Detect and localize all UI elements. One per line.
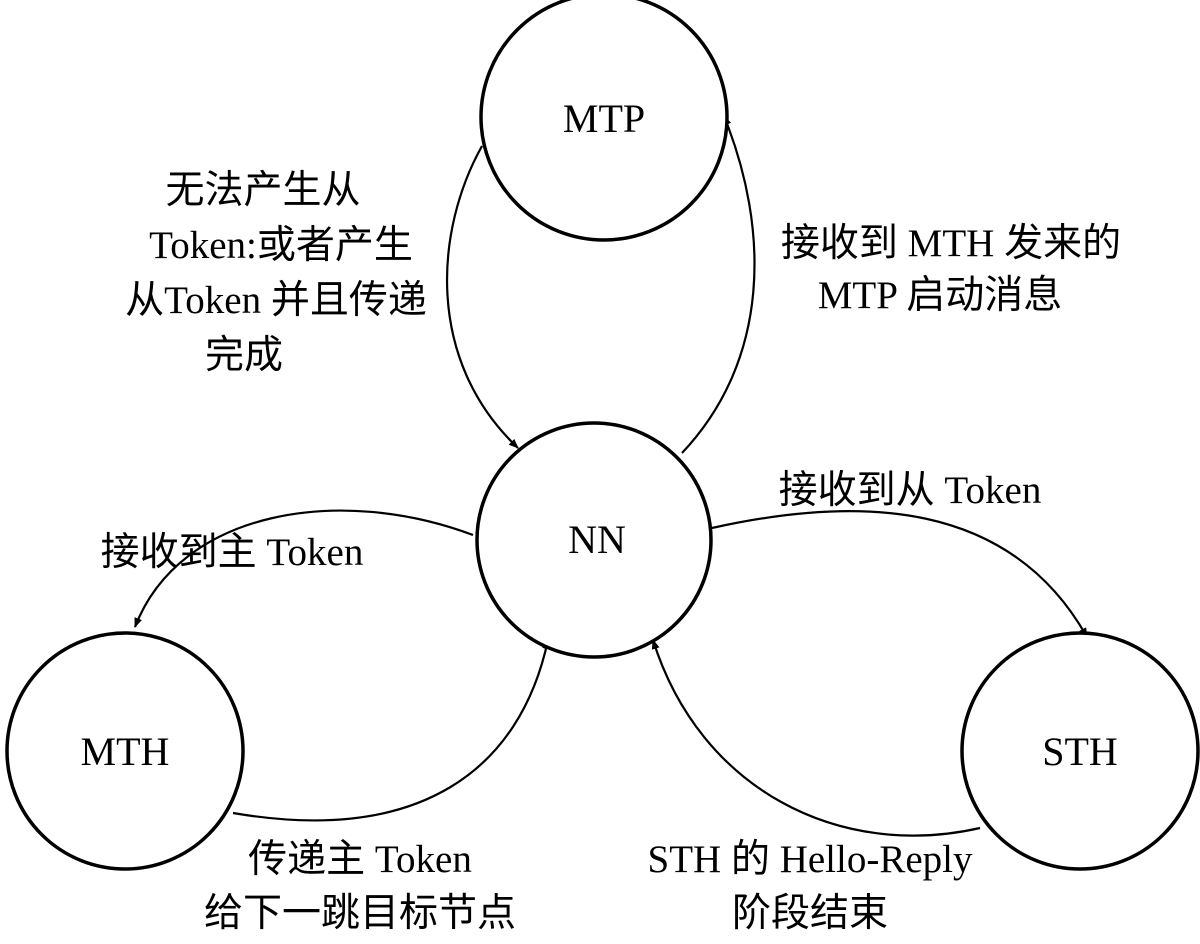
node-sth-label: STH <box>1042 729 1118 774</box>
edge-label-nn-to-sth: 接收到从 Token <box>779 469 1042 512</box>
node-mtp-label: MTP <box>563 96 645 141</box>
edge-mtp-to-nn <box>446 145 519 449</box>
edge-mth-to-nn <box>232 639 551 822</box>
node-nn-label: NN <box>568 517 626 562</box>
edge-label-line: 接收到主 Token <box>101 531 364 574</box>
edge-label-line: 无法产生从 <box>165 169 360 212</box>
edge-label-nn-to-mth: 接收到主 Token <box>101 531 364 574</box>
edge-nn-to-mtp <box>681 115 756 454</box>
edge-label-line: 从Token 并且传递 <box>125 279 427 322</box>
edge-label-line: MTP 启动消息 <box>818 274 1063 317</box>
edge-label-line: 阶段结束 <box>732 892 888 935</box>
node-mtp: MTP <box>479 0 729 242</box>
edge-label-sth-to-nn: STH 的 Hello-Reply 阶段结束 <box>648 838 973 935</box>
edge-label-line: 完成 <box>205 334 283 377</box>
edge-label-line: 给下一跳目标节点 <box>204 892 516 935</box>
node-nn: NN <box>475 421 713 659</box>
edge-label-line: 接收到 MTH 发来的 <box>781 222 1121 265</box>
edge-label-line: 接收到从 Token <box>779 469 1042 512</box>
edge-nn-to-sth <box>711 509 1088 638</box>
edge-label-nn-to-mtp: 接收到 MTH 发来的 MTP 启动消息 <box>781 222 1121 317</box>
edge-label-mth-to-nn: 传递主 Token 给下一跳目标节点 <box>204 838 516 935</box>
edge-label-mtp-to-nn: 无法产生从 Token:或者产生 从Token 并且传递 完成 <box>125 169 427 377</box>
edge-label-line: 传递主 Token <box>248 838 472 881</box>
edge-sth-to-nn <box>651 639 981 837</box>
edge-label-line: Token:或者产生 <box>149 224 413 267</box>
node-mth-label: MTH <box>81 729 170 774</box>
node-sth: STH <box>960 631 1200 871</box>
edge-nn-to-mth <box>133 509 474 628</box>
edge-label-line: STH 的 Hello-Reply <box>648 838 973 881</box>
node-mth: MTH <box>5 631 245 871</box>
